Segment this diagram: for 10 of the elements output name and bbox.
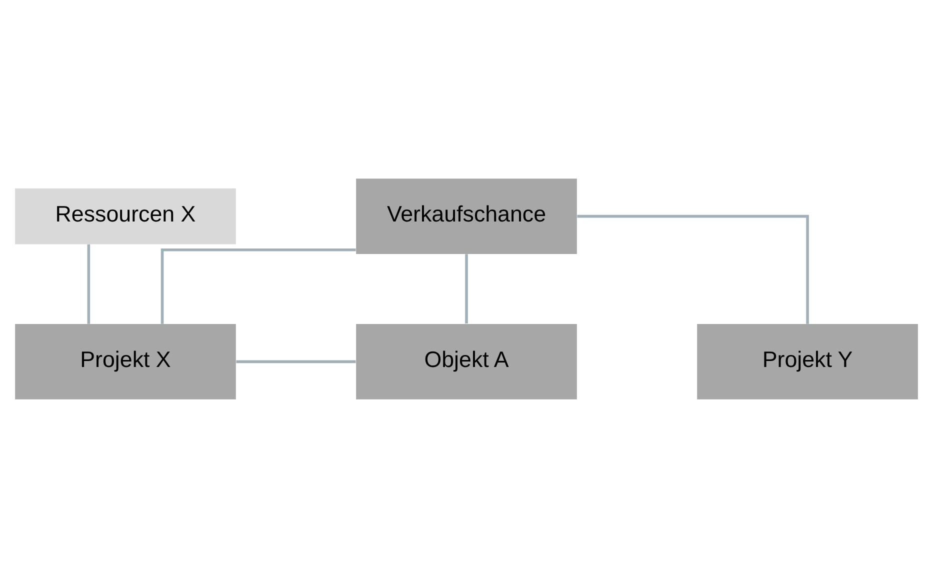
connector xyxy=(87,244,90,324)
connector xyxy=(577,214,809,324)
connector xyxy=(160,248,356,324)
connector xyxy=(236,360,356,363)
node-box: Projekt Y xyxy=(697,323,918,399)
node-box: Projekt X xyxy=(15,323,236,399)
node-box: Verkaufschance xyxy=(356,178,577,254)
node-box: Objekt A xyxy=(356,323,577,399)
node-box: Ressourcen X xyxy=(15,188,236,244)
connector xyxy=(465,254,468,324)
